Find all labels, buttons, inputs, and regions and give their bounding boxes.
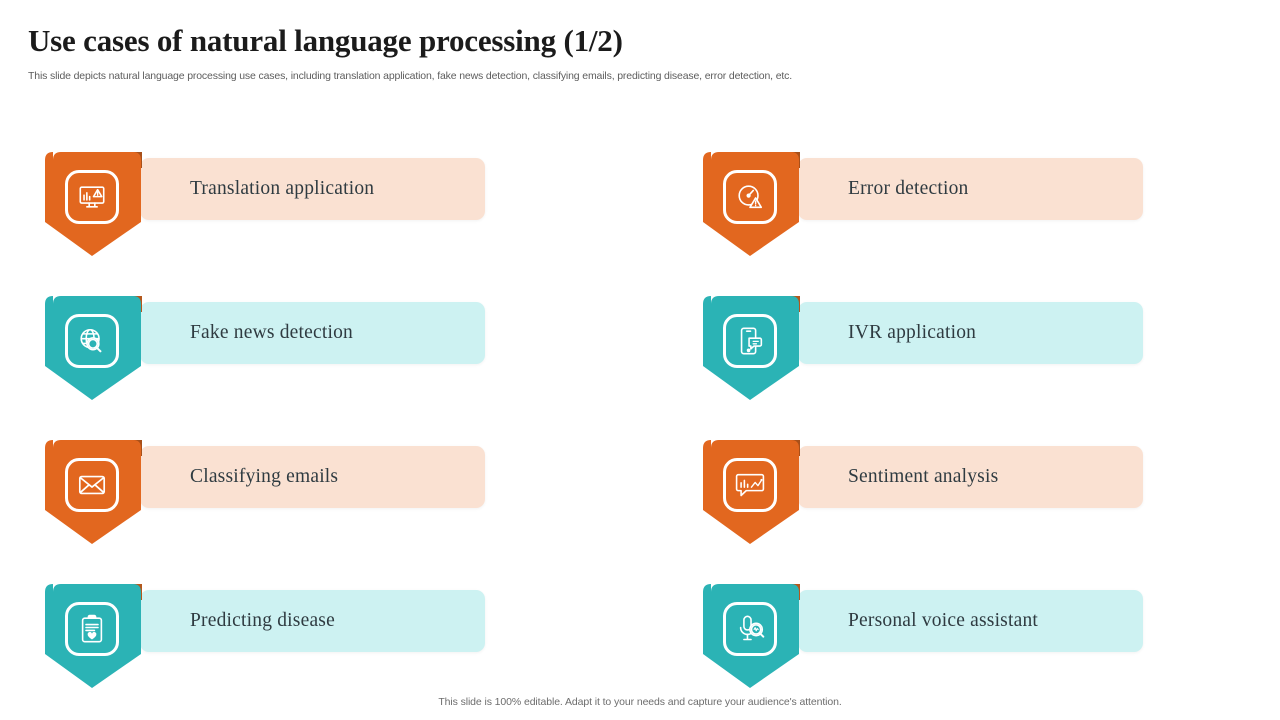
gauge-warning-icon <box>723 170 777 224</box>
globe-search-icon <box>65 314 119 368</box>
use-case-item[interactable]: Sentiment analysis <box>658 432 1198 552</box>
footer-note: This slide is 100% editable. Adapt it to… <box>438 696 842 708</box>
use-case-label: Classifying emails <box>190 466 339 487</box>
slide-header: Use cases of natural language processing… <box>28 23 1252 83</box>
use-case-bar[interactable]: Predicting disease <box>140 590 485 652</box>
medical-clipboard-icon <box>65 602 119 656</box>
use-case-label: Personal voice assistant <box>848 610 1039 631</box>
use-case-item[interactable]: Translation application <box>0 144 540 264</box>
use-case-label: Translation application <box>190 178 375 199</box>
use-case-bar[interactable]: Translation application <box>140 158 485 220</box>
use-case-bar[interactable]: Sentiment analysis <box>798 446 1143 508</box>
page-subtitle: This slide depicts natural language proc… <box>28 70 793 83</box>
use-case-label: Error detection <box>848 178 969 199</box>
use-case-label: IVR application <box>848 322 977 343</box>
use-case-label: Fake news detection <box>190 322 353 343</box>
smartphone-message-icon <box>723 314 777 368</box>
use-case-bar[interactable]: IVR application <box>798 302 1143 364</box>
use-case-item[interactable]: Predicting disease <box>0 576 540 696</box>
envelope-icon <box>65 458 119 512</box>
use-case-item[interactable]: Fake news detection <box>0 288 540 408</box>
use-case-bar[interactable]: Error detection <box>798 158 1143 220</box>
use-case-bar[interactable]: Personal voice assistant <box>798 590 1143 652</box>
use-case-item[interactable]: IVR application <box>658 288 1198 408</box>
speech-chart-icon <box>723 458 777 512</box>
use-case-item[interactable]: Classifying emails <box>0 432 540 552</box>
use-case-bar[interactable]: Fake news detection <box>140 302 485 364</box>
use-case-bar[interactable]: Classifying emails <box>140 446 485 508</box>
use-case-label: Sentiment analysis <box>848 466 999 487</box>
use-case-item[interactable]: Personal voice assistant <box>658 576 1198 696</box>
use-case-label: Predicting disease <box>190 610 335 631</box>
page-title: Use cases of natural language processing… <box>28 23 623 58</box>
use-case-item[interactable]: Error detection <box>658 144 1198 264</box>
monitor-warning-icon <box>65 170 119 224</box>
microphone-search-icon <box>723 602 777 656</box>
